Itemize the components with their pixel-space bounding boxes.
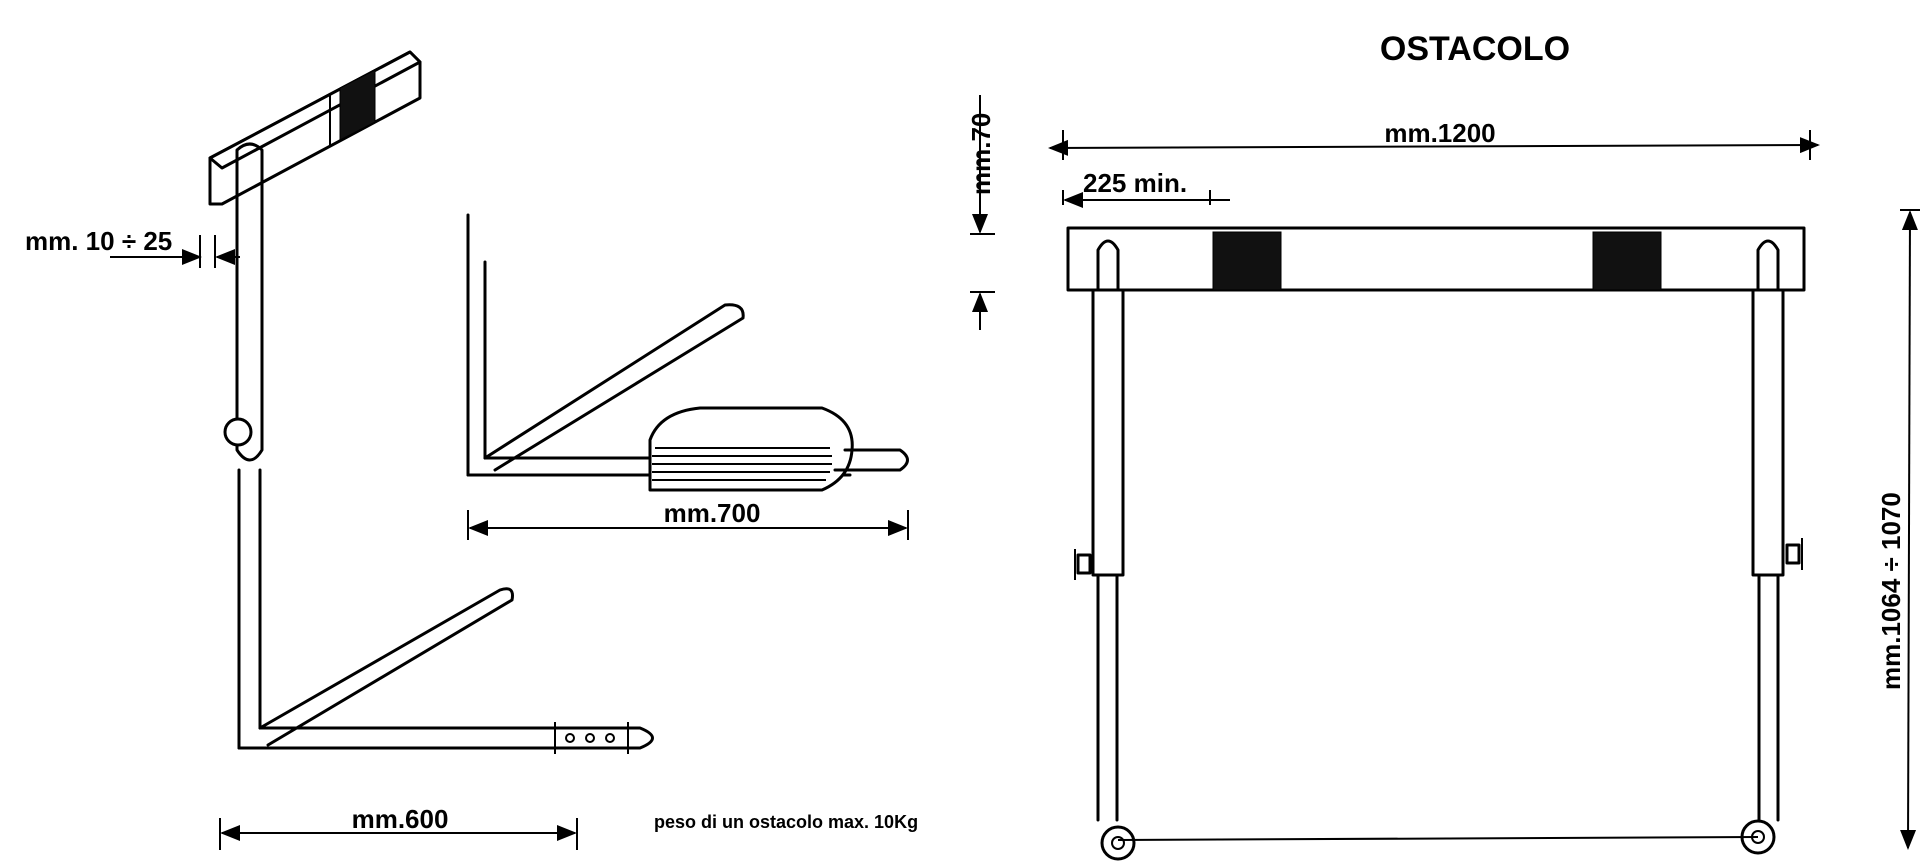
front-upright-right-sleeve bbox=[1751, 288, 1785, 577]
front-upright-left-sleeve bbox=[1091, 288, 1125, 577]
tolerance-label: mm. 10 ÷ 25 bbox=[25, 226, 172, 256]
side-bar-band bbox=[339, 69, 376, 141]
side-foot bbox=[546, 722, 654, 754]
front-top-bar bbox=[1066, 226, 1806, 292]
side-diagonal-leg bbox=[258, 587, 514, 747]
front-wheel-left bbox=[1100, 825, 1136, 861]
side-upright-upper bbox=[235, 142, 264, 462]
weight-block-ribs bbox=[652, 447, 832, 481]
side-view: mm. 10 ÷ 25 mm.600 bbox=[25, 50, 654, 850]
base-diagonal-leg bbox=[483, 303, 745, 472]
side-upright-lower bbox=[237, 468, 262, 750]
front-upright-left-lower bbox=[1096, 573, 1119, 822]
bar-height-label: mm.70 bbox=[966, 113, 996, 195]
front-clamp-left bbox=[1076, 553, 1092, 575]
base-detail: mm.700 bbox=[466, 213, 909, 540]
side-top-bar bbox=[208, 50, 422, 206]
front-view: mm.70 mm.1200 225 min. bbox=[966, 95, 1920, 861]
foot-length-label: mm.600 bbox=[352, 804, 449, 834]
front-bar-band-right bbox=[1592, 231, 1662, 291]
side-knob bbox=[223, 417, 253, 447]
top-width-label: mm.1200 bbox=[1384, 118, 1495, 148]
base-length-label: mm.700 bbox=[664, 498, 761, 528]
front-clamp-right bbox=[1785, 543, 1801, 565]
front-upright-left-upper bbox=[1096, 239, 1120, 292]
front-bar-band-left bbox=[1212, 231, 1282, 291]
height-range-label: mm.1064 ÷ 1070 bbox=[1876, 492, 1906, 690]
page-title: OSTACOLO bbox=[1380, 30, 1570, 68]
side-base bbox=[237, 726, 550, 750]
base-foot-rod bbox=[833, 448, 909, 472]
front-base-line bbox=[1117, 836, 1759, 841]
weight-note: peso di un ostacolo max. 10Kg bbox=[654, 812, 918, 832]
front-upright-right-upper bbox=[1756, 239, 1780, 292]
offset-min-label: 225 min. bbox=[1083, 168, 1187, 198]
front-upright-right-lower bbox=[1757, 573, 1780, 822]
